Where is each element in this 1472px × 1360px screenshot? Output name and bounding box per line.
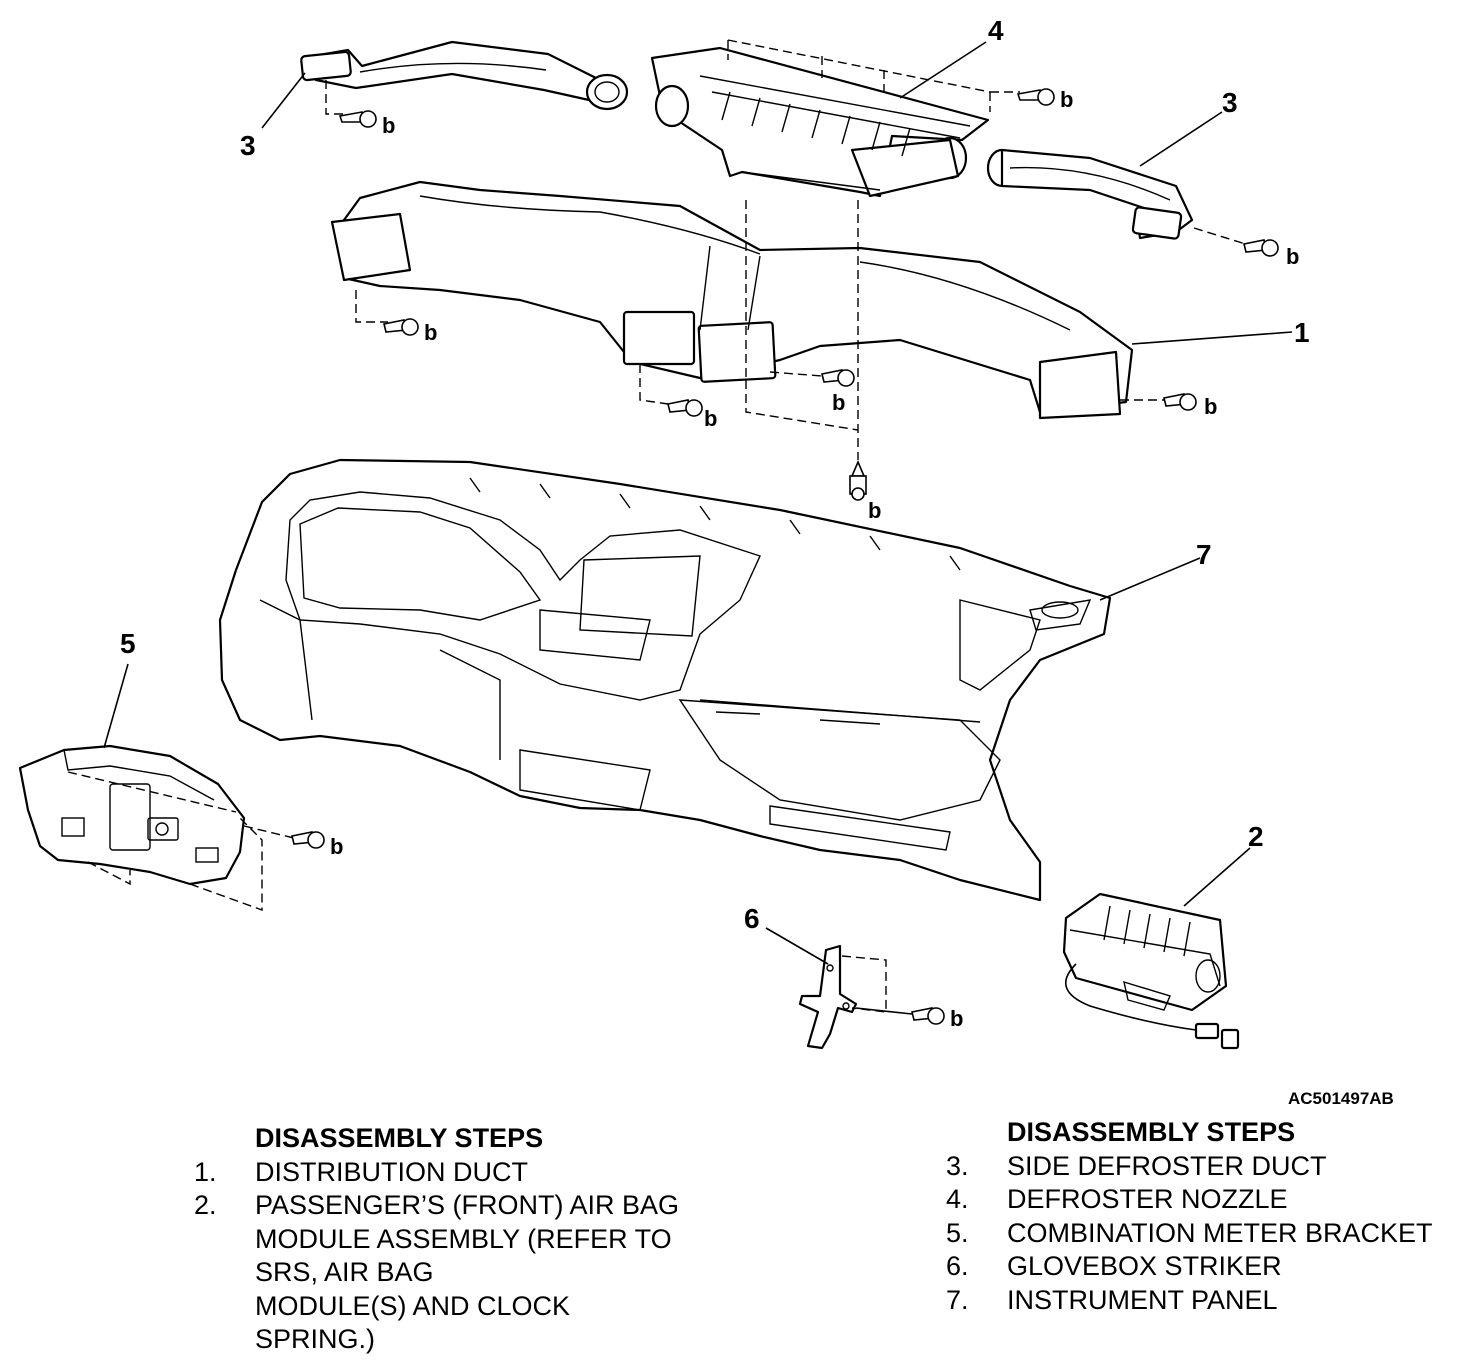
passenger-air-bag-module-callout: 2 <box>1183 821 1264 907</box>
step-item: 7.INSTRUMENT PANEL <box>946 1284 1278 1315</box>
passenger-air-bag-module <box>1062 892 1240 1050</box>
callout-2: 2 <box>1248 821 1264 852</box>
callout-7: 7 <box>1196 539 1212 570</box>
combination-meter-bracket-callout: 5 <box>87 628 295 911</box>
screw-b-bracket5: b <box>291 831 343 859</box>
screw-b-striker: b <box>911 1006 963 1031</box>
steps-heading: DISASSEMBLY STEPS <box>255 1123 544 1153</box>
glovebox-striker <box>798 944 858 1050</box>
step-item: MODULE(S) AND CLOCK <box>255 1290 571 1321</box>
svg-text:b: b <box>1204 394 1217 419</box>
step-item: SRS, AIR BAG <box>255 1257 434 1287</box>
step-item: SPRING.) <box>255 1324 376 1354</box>
side-defroster-duct-left <box>300 40 629 111</box>
callout-5: 5 <box>120 628 136 659</box>
screw-b-vertical: b <box>849 459 881 523</box>
svg-text:b: b <box>704 406 717 431</box>
screw-b-duct1-left: b <box>383 318 437 345</box>
svg-text:b: b <box>330 834 343 859</box>
defroster-nozzle-callout: 4 <box>727 15 1020 112</box>
distribution-duct <box>330 180 1134 420</box>
combination-meter-bracket <box>18 744 246 886</box>
step-item: 3.SIDE DEFROSTER DUCT <box>946 1150 1327 1181</box>
figure-id: AC501497AB <box>1288 1089 1394 1108</box>
defroster-nozzle <box>650 46 990 198</box>
callout-3-right: 3 <box>1222 87 1238 118</box>
steps-heading: DISASSEMBLY STEPS <box>1007 1117 1296 1147</box>
callout-1: 1 <box>1294 317 1310 348</box>
step-item: 1.DISTRIBUTION DUCT <box>194 1156 528 1187</box>
glovebox-striker-callout: 6 <box>744 903 913 1015</box>
screw-b-duct1-center: b <box>821 369 855 415</box>
screw-b-duct1-center-left: b <box>667 399 717 431</box>
svg-text:b: b <box>832 390 845 415</box>
screw-b-nozzle: b <box>1016 87 1073 112</box>
callout-6: 6 <box>744 903 760 934</box>
side-defroster-duct-right-callout: 3 <box>1139 87 1253 247</box>
exploded-view-diagram: 3 b 4 b 3 b <box>18 15 1310 1050</box>
screw-b-duct3-right: b <box>1243 239 1299 269</box>
step-item: MODULE ASSEMBLY (REFER TO <box>255 1223 672 1254</box>
side-defroster-duct-right <box>986 148 1194 240</box>
step-item: 6.GLOVEBOX STRIKER <box>946 1251 1282 1281</box>
step-item: 2.PASSENGER’S (FRONT) AIR BAG <box>194 1190 680 1220</box>
screw-b-duct1-right: b <box>1163 393 1217 419</box>
svg-text:b: b <box>382 113 395 138</box>
instrument-panel-callout: 7 <box>1099 539 1212 601</box>
callout-4: 4 <box>988 15 1004 46</box>
step-item: 4.DEFROSTER NOZZLE <box>946 1184 1288 1214</box>
svg-text:b: b <box>1060 87 1073 112</box>
screw-b-duct3-left: b <box>338 110 395 138</box>
side-defroster-duct-left-callout: 3 <box>240 72 348 161</box>
step-item: 5.COMBINATION METER BRACKET <box>946 1217 1433 1248</box>
svg-text:b: b <box>1286 244 1299 269</box>
instrument-panel <box>218 458 1112 902</box>
svg-text:b: b <box>868 498 881 523</box>
svg-text:b: b <box>424 320 437 345</box>
callout-3-left: 3 <box>240 130 256 161</box>
distribution-duct-callout: 1 <box>355 200 1310 460</box>
svg-text:b: b <box>950 1006 963 1031</box>
disassembly-steps-left: DISASSEMBLY STEPS 1.DISTRIBUTION DUCT 2.… <box>194 1122 734 1357</box>
disassembly-steps-right: DISASSEMBLY STEPS 3.SIDE DEFROSTER DUCT … <box>946 1116 1466 1317</box>
